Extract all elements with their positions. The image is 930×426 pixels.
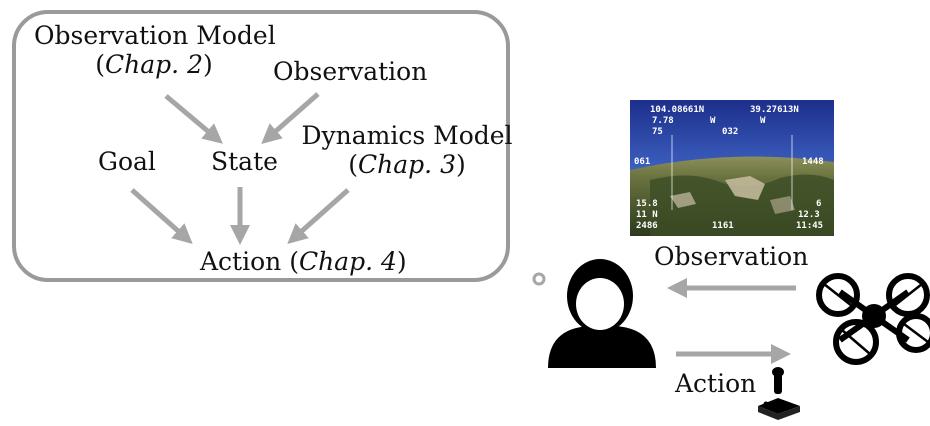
- arrow-observation-to-state: [261, 92, 320, 144]
- dynamics-model-chapter: (Chap. 3): [348, 149, 466, 179]
- rock-outcrop: [670, 192, 696, 208]
- osd-bl3: 2486: [636, 221, 658, 231]
- observation-loop-label: Observation: [654, 242, 809, 271]
- state-node: State: [211, 147, 278, 176]
- dynamics-model-node: Dynamics Model (Chap. 3): [300, 121, 514, 180]
- fpv-camera-image: 104.08661N 39.27613N 7.78 W W 032 75 061…: [630, 100, 834, 236]
- arrow-observation-model-to-state: [164, 94, 223, 144]
- action-loop-label: Action: [675, 369, 757, 398]
- arrow-goal-to-action: [130, 188, 193, 244]
- observation-model-node: Observation Model (Chap. 2): [34, 21, 276, 80]
- osd-latitude: 104.08661N: [650, 105, 704, 115]
- action-node: Action (Chap. 4): [200, 247, 407, 276]
- thought-bubble-icon: [532, 272, 546, 286]
- drone-icon: [816, 273, 930, 365]
- goal-node: Goal: [98, 147, 156, 176]
- osd-row2-a: 7.78: [652, 116, 674, 126]
- osd-br2: 12.3: [798, 210, 820, 220]
- observation-input-node: Observation: [273, 57, 428, 86]
- osd-bl1: 15.8: [636, 199, 658, 209]
- osd-br1: 6: [816, 199, 821, 209]
- rock-outcrop: [725, 176, 765, 200]
- osd-altitude: 1448: [802, 157, 824, 167]
- arrow-dynamics-to-action: [287, 188, 350, 244]
- osd-row2-b: W: [710, 116, 716, 126]
- forest: [650, 174, 834, 236]
- rock-outcrop: [770, 196, 795, 214]
- fpv-scene: 104.08661N 39.27613N 7.78 W W 032 75 061…: [630, 100, 834, 236]
- osd-speed: 061: [634, 157, 650, 167]
- observation-model-title: Observation Model: [34, 21, 276, 50]
- agent-model-box: [12, 10, 510, 282]
- osd-bl2: 11 N: [636, 210, 658, 220]
- joystick-icon: [758, 367, 800, 420]
- dynamics-model-title: Dynamics Model: [301, 121, 513, 150]
- osd-longitude: 39.27613N: [750, 105, 799, 115]
- osd-alt-left: 75: [652, 127, 663, 137]
- observation-model-chapter: (Chap. 2): [95, 49, 213, 79]
- person-icon: [548, 259, 656, 368]
- osd-br3: 11:45: [796, 221, 823, 231]
- osd-heading: 032: [722, 127, 738, 137]
- osd-row2-c: W: [760, 116, 766, 126]
- osd-bottom-mid: 1161: [712, 221, 734, 231]
